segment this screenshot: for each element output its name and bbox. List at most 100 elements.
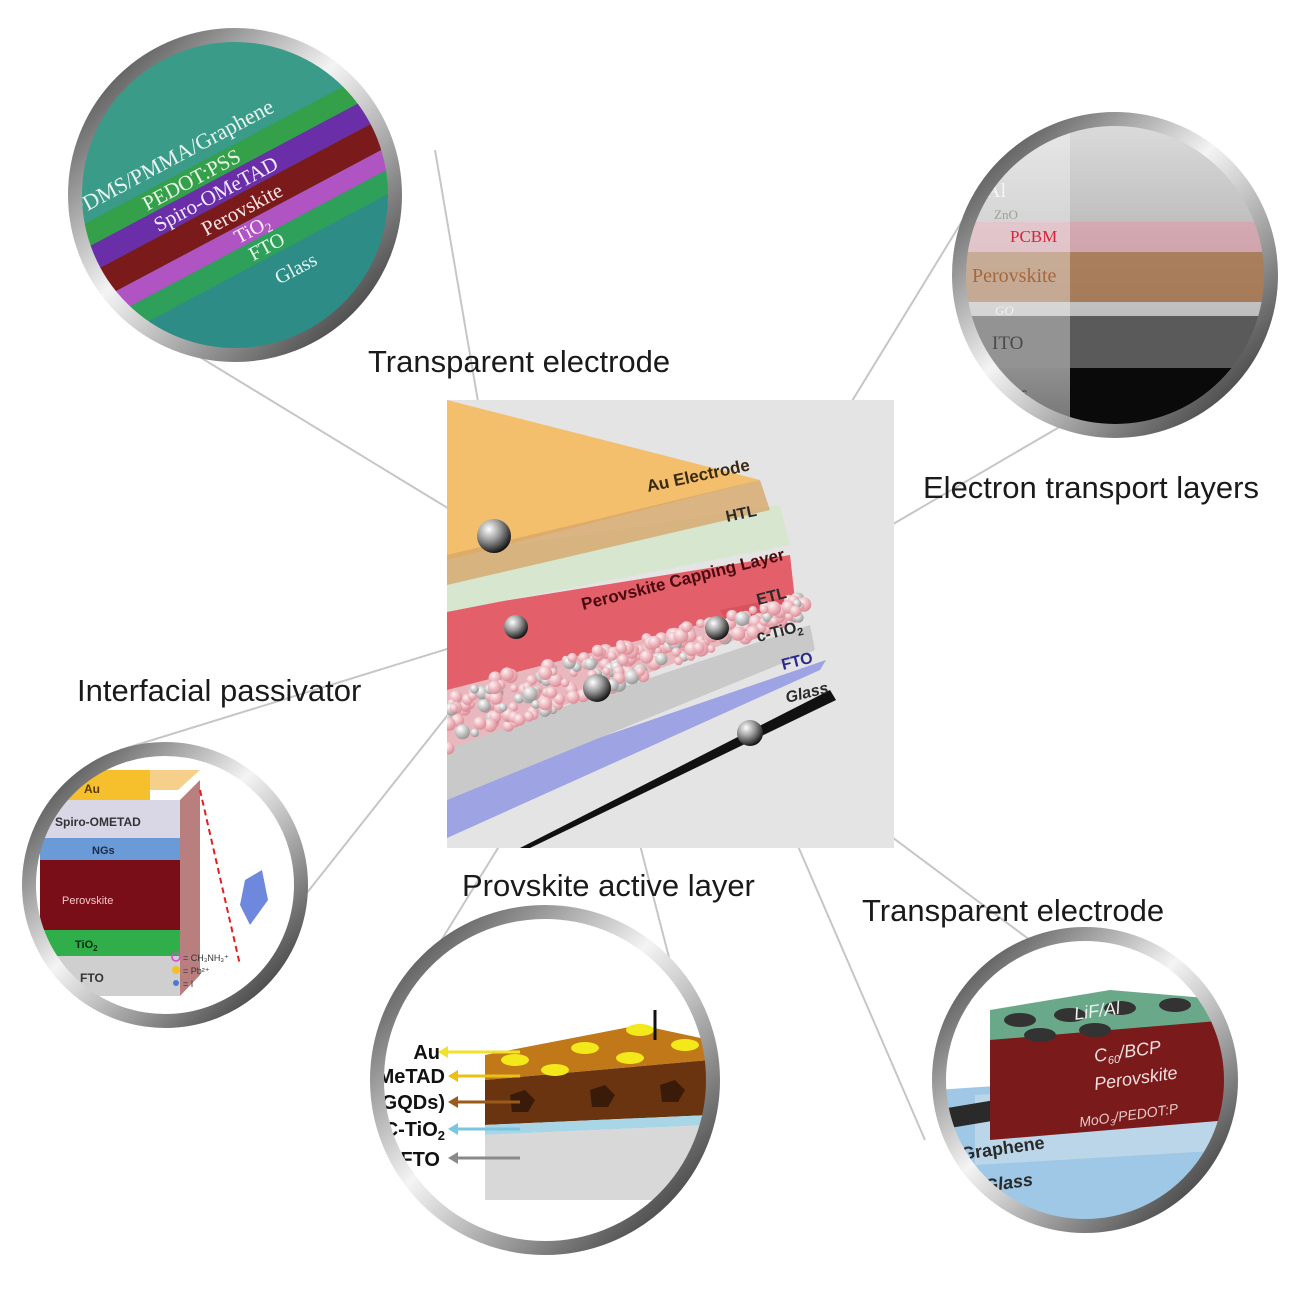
perovskite-bead xyxy=(513,693,525,704)
lp-layer-perovskite xyxy=(40,860,180,930)
b-label-tio2: C-TiO2 xyxy=(384,1119,445,1143)
lp-label-tio2-main: TiO xyxy=(75,939,94,951)
layer-capping xyxy=(447,555,795,690)
perovskite-bead xyxy=(748,606,758,615)
perovskite-bead xyxy=(674,656,683,666)
b-dot-5 xyxy=(626,1024,654,1036)
perovskite-bead xyxy=(766,601,782,616)
b-arrowhead-gqds xyxy=(448,1096,458,1108)
perovskite-bead xyxy=(731,626,746,641)
callout-ball-perovskite xyxy=(583,674,611,702)
br-label-moo3-sub: 3 xyxy=(1109,1117,1115,1128)
label-c-tio2-sub: 2 xyxy=(796,626,805,639)
perovskite-bead xyxy=(566,690,580,704)
perovskite-bead xyxy=(560,678,570,688)
lp-molecule xyxy=(240,870,268,925)
callout-ball-glass xyxy=(737,720,763,746)
tl-layer-perovskite xyxy=(80,90,390,322)
tl-ring xyxy=(68,28,402,362)
lp-legend-dot-ch3nh3 xyxy=(171,952,181,962)
br-dot-1 xyxy=(1004,1013,1036,1027)
perovskite-bead xyxy=(648,635,662,649)
inset-active-layer: Au OMeTAD e(GQDs) C-TiO2 FTO xyxy=(362,905,720,1255)
perovskite-bead xyxy=(522,686,538,702)
heading-transparent-electrode-top: Transparent electrode xyxy=(368,344,671,379)
perovskite-bead xyxy=(553,693,566,705)
perovskite-bead xyxy=(746,625,760,640)
b-arrowhead-au xyxy=(438,1046,448,1058)
perovskite-bead xyxy=(447,717,456,731)
inset-electron-transport: Al ZnO PCBM Perovskite GO ITO ss xyxy=(952,112,1278,438)
perovskite-bead xyxy=(473,716,487,730)
perovskite-bead xyxy=(680,621,693,633)
br-label-c60-sub: 60 xyxy=(1107,1053,1122,1067)
callout-ball-capping xyxy=(504,615,528,639)
perovskite-bead xyxy=(449,703,459,713)
lp-legend-ch3nh3: = CH₃NH₃⁺ xyxy=(183,953,229,963)
br-ring xyxy=(932,927,1238,1233)
perovskite-bead xyxy=(607,651,617,661)
tr-label-go: GO xyxy=(995,303,1014,318)
br-dot-6 xyxy=(1159,998,1191,1012)
lp-legend-i: = I xyxy=(183,979,193,989)
br-dot-2 xyxy=(1054,1008,1086,1022)
layer-au-lower xyxy=(447,480,770,585)
tr-band-perovskite xyxy=(965,252,1265,302)
lp-label-ngs: NGs xyxy=(92,845,115,857)
layer-htl xyxy=(447,505,790,612)
callout-ball-etl xyxy=(705,616,729,640)
perovskite-bead xyxy=(567,652,578,663)
br-label-c60bcp: C60/BCP xyxy=(1093,1037,1163,1069)
perovskite-bead xyxy=(635,666,646,677)
perovskite-bead xyxy=(789,605,802,617)
b-label-gqds: e(GQDs) xyxy=(364,1092,445,1114)
b-arrowhead-fto xyxy=(448,1152,458,1164)
heading-transparent-electrode-bottom: Transparent electrode xyxy=(862,893,1165,928)
tr-ring xyxy=(952,112,1278,438)
perovskite-bead xyxy=(693,642,705,654)
perovskite-bead xyxy=(624,669,640,685)
perovskite-bead xyxy=(639,650,654,664)
b-tio2-strip xyxy=(485,1115,707,1135)
perovskite-bead xyxy=(509,684,519,693)
tr-band-pcbm xyxy=(965,222,1265,252)
lp-label-spiro: Spiro-OMETAD xyxy=(55,815,141,829)
b-label-tio2-sub: 2 xyxy=(438,1128,445,1143)
label-etl: ETL xyxy=(755,585,789,609)
b-hex-3 xyxy=(660,1080,685,1102)
layer-tio2 xyxy=(447,625,815,800)
tl-layer-tio2 xyxy=(80,114,390,340)
br-dot-5 xyxy=(1079,1023,1111,1037)
perovskite-bead xyxy=(759,605,769,614)
tl-layer-glass xyxy=(80,152,390,350)
perovskite-bead xyxy=(584,658,597,671)
tr-label-perovskite: Perovskite xyxy=(972,265,1057,287)
perovskite-bead xyxy=(548,672,563,688)
layer-au xyxy=(447,400,760,560)
perovskite-bead xyxy=(469,684,479,694)
tr-band-ito xyxy=(965,316,1265,368)
perovskite-bead xyxy=(531,700,541,709)
tr-label-zno: ZnO xyxy=(994,207,1018,222)
lp-label-tio2-sub: 2 xyxy=(93,944,98,953)
b-fto-body xyxy=(485,1125,707,1200)
lp-layer-ngs xyxy=(40,838,180,860)
callout-ball-au xyxy=(477,519,511,553)
perovskite-bead xyxy=(468,691,478,701)
lp-legend-dot-pb xyxy=(172,966,180,974)
b-dot-4 xyxy=(616,1052,644,1064)
tl-layer-pedot xyxy=(80,49,390,276)
b-label-spiro: OMeTAD xyxy=(362,1066,445,1088)
br-dot-4 xyxy=(1024,1028,1056,1042)
tl-layer-graphene xyxy=(80,40,390,257)
b-label-au: Au xyxy=(413,1042,440,1064)
b-hex-1 xyxy=(510,1090,535,1112)
perovskite-bead xyxy=(602,667,611,676)
heading-electron-transport-layers: Electron transport layers xyxy=(923,470,1259,505)
tl-layer-fto xyxy=(80,132,390,350)
lp-layer-spiro xyxy=(40,800,180,838)
perovskite-bead xyxy=(671,647,681,657)
b-dot-2 xyxy=(571,1042,599,1054)
lp-layer-tio2 xyxy=(40,930,180,956)
